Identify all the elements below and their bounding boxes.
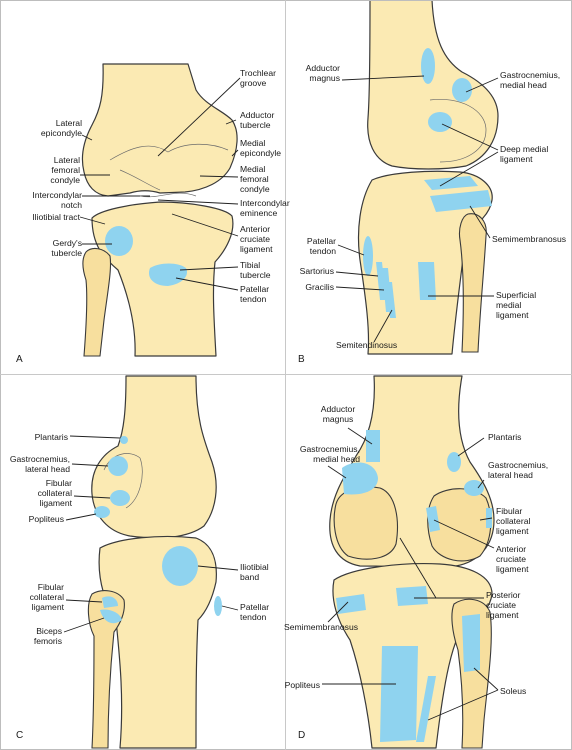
label-popliteus-c: Popliteus bbox=[28, 514, 64, 524]
label-trochlear-groove: Trochlear groove bbox=[240, 68, 276, 88]
semimembranosus-attachment-d bbox=[336, 594, 366, 614]
plantaris-attachment-c bbox=[120, 436, 128, 444]
label-tibial-tubercle: Tibial tubercle bbox=[240, 260, 271, 280]
soleus-attachment-fibula bbox=[462, 614, 480, 672]
fibula-medial bbox=[458, 213, 487, 353]
label-intercondylar-eminence: Intercondylar eminence bbox=[240, 198, 290, 218]
posterior-cruciate-ligament-attachment-d bbox=[396, 586, 428, 606]
fibula-anterior bbox=[82, 247, 112, 357]
label-anterior-cruciate-ligament-d: Anterior cruciate ligament bbox=[496, 544, 529, 574]
label-adductor-tubercle: Adductor tubercle bbox=[240, 110, 275, 130]
panel-letter-c: C bbox=[16, 730, 24, 741]
biceps-femoris-attachment bbox=[100, 609, 122, 624]
horizontal-divider bbox=[0, 374, 572, 375]
patellar-tendon-attachment-c bbox=[214, 596, 222, 616]
fibula-posterior bbox=[451, 598, 492, 749]
label-fibular-collateral-ligament-c2: Fibular collateral ligament bbox=[29, 582, 64, 612]
label-patellar-tendon-b: Patellar tendon bbox=[306, 236, 336, 256]
fibular-collateral-ligament-attachment-d bbox=[486, 508, 492, 528]
label-gastrocnemius-lateral-head-c: Gastrocnemius, lateral head bbox=[9, 454, 70, 474]
panel-letter-b: B bbox=[298, 354, 305, 365]
label-plantaris-d: Plantaris bbox=[488, 432, 522, 442]
patellar-tendon-attachment-b bbox=[363, 236, 373, 276]
label-gastrocnemius-medial-head-b: Gastrocnemius, medial head bbox=[500, 70, 561, 90]
deep-medial-ligament-attachment-tibia bbox=[424, 176, 478, 190]
label-gerdys-tubercle: Gerdy's tubercle bbox=[51, 238, 82, 258]
superficial-medial-ligament-attachment bbox=[418, 262, 436, 300]
label-iliotibial-band: Iliotibial band bbox=[240, 562, 269, 582]
label-lateral-epicondyle: Lateral epicondyle bbox=[40, 118, 82, 138]
label-medial-epicondyle: Medial epicondyle bbox=[240, 138, 282, 158]
plantaris-attachment-d bbox=[447, 452, 461, 472]
label-iliotibial-tract: Iliotibial tract bbox=[32, 212, 80, 222]
label-anterior-cruciate-ligament-a: Anterior cruciate ligament bbox=[240, 224, 273, 254]
gastrocnemius-lateral-head-attachment-d bbox=[464, 480, 484, 496]
fibula-lateral bbox=[87, 590, 125, 749]
label-posterior-cruciate-ligament-d: Posterior cruciate ligament bbox=[486, 590, 521, 620]
label-patellar-tendon-c: Patellar tendon bbox=[240, 602, 270, 622]
adductor-magnus-attachment-d bbox=[366, 430, 380, 462]
label-lateral-femoral-condyle: Lateral femoral condyle bbox=[50, 155, 80, 185]
sartorius-attachment bbox=[376, 262, 386, 300]
femur-anterior bbox=[81, 63, 238, 197]
soleus-attachment-tibia bbox=[416, 676, 436, 742]
label-sartorius: Sartorius bbox=[299, 266, 334, 276]
anterior-cruciate-ligament-attachment-d bbox=[426, 506, 440, 532]
label-semitendinosus: Semitendinosus bbox=[336, 340, 398, 350]
label-biceps-femoris: Biceps femoris bbox=[33, 626, 62, 646]
label-semimembranosus-d: Semimembranosus bbox=[284, 622, 359, 632]
label-adductor-magnus-d: Adductor magnus bbox=[320, 404, 356, 424]
label-popliteus-d: Popliteus bbox=[284, 680, 320, 690]
panel-letter-a: A bbox=[16, 354, 23, 365]
label-patellar-tendon-a: Patellar tendon bbox=[240, 284, 270, 304]
deep-medial-ligament-attachment-femur bbox=[428, 112, 452, 132]
panel-c-drawing bbox=[63, 375, 239, 749]
fibular-collateral-ligament-attachment-fibula bbox=[102, 596, 118, 608]
gastrocnemius-lateral-head-attachment-c bbox=[108, 456, 128, 476]
label-gastrocnemius-medial-head-d: Gastrocnemius, medial head bbox=[299, 444, 360, 464]
label-fibular-collateral-ligament-d: Fibular collateral ligament bbox=[496, 506, 531, 536]
panel-b-drawing bbox=[335, 0, 499, 355]
label-deep-medial-ligament: Deep medial ligament bbox=[500, 144, 549, 164]
vertical-divider bbox=[285, 0, 286, 750]
label-gracilis: Gracilis bbox=[305, 282, 334, 292]
label-plantaris-c: Plantaris bbox=[34, 432, 68, 442]
semitendinosus-attachment bbox=[386, 282, 396, 318]
popliteus-attachment-c bbox=[94, 506, 110, 518]
panel-d-drawing bbox=[322, 375, 499, 749]
patellar-tendon-attachment-a bbox=[148, 263, 188, 286]
iliotibial-band-attachment bbox=[162, 546, 198, 586]
popliteus-attachment-d bbox=[380, 646, 418, 742]
gerdys-tubercle-attachment bbox=[105, 226, 133, 256]
fibular-collateral-ligament-attachment-c bbox=[110, 490, 130, 506]
label-medial-femoral-condyle: Medial femoral condyle bbox=[240, 164, 270, 194]
label-fibular-collateral-ligament-c: Fibular collateral ligament bbox=[37, 478, 72, 508]
label-soleus: Soleus bbox=[500, 686, 527, 696]
label-adductor-magnus-b: Adductor magnus bbox=[305, 63, 340, 83]
label-semimembranosus-b: Semimembranosus bbox=[492, 234, 567, 244]
gastrocnemius-medial-head-attachment-b bbox=[452, 78, 472, 102]
panel-a-drawing bbox=[79, 63, 241, 357]
semimembranosus-attachment-b bbox=[430, 190, 492, 212]
panel-letter-d: D bbox=[298, 730, 306, 741]
label-gastrocnemius-lateral-head-d: Gastrocnemius, lateral head bbox=[488, 460, 549, 480]
gastrocnemius-medial-head-attachment-d bbox=[342, 462, 378, 495]
label-superficial-medial-ligament: Superficial medial ligament bbox=[496, 290, 537, 320]
femur-medial bbox=[367, 0, 499, 170]
label-intercondylar-notch: Intercondylar notch bbox=[32, 190, 82, 210]
adductor-magnus-attachment-b bbox=[421, 48, 435, 84]
